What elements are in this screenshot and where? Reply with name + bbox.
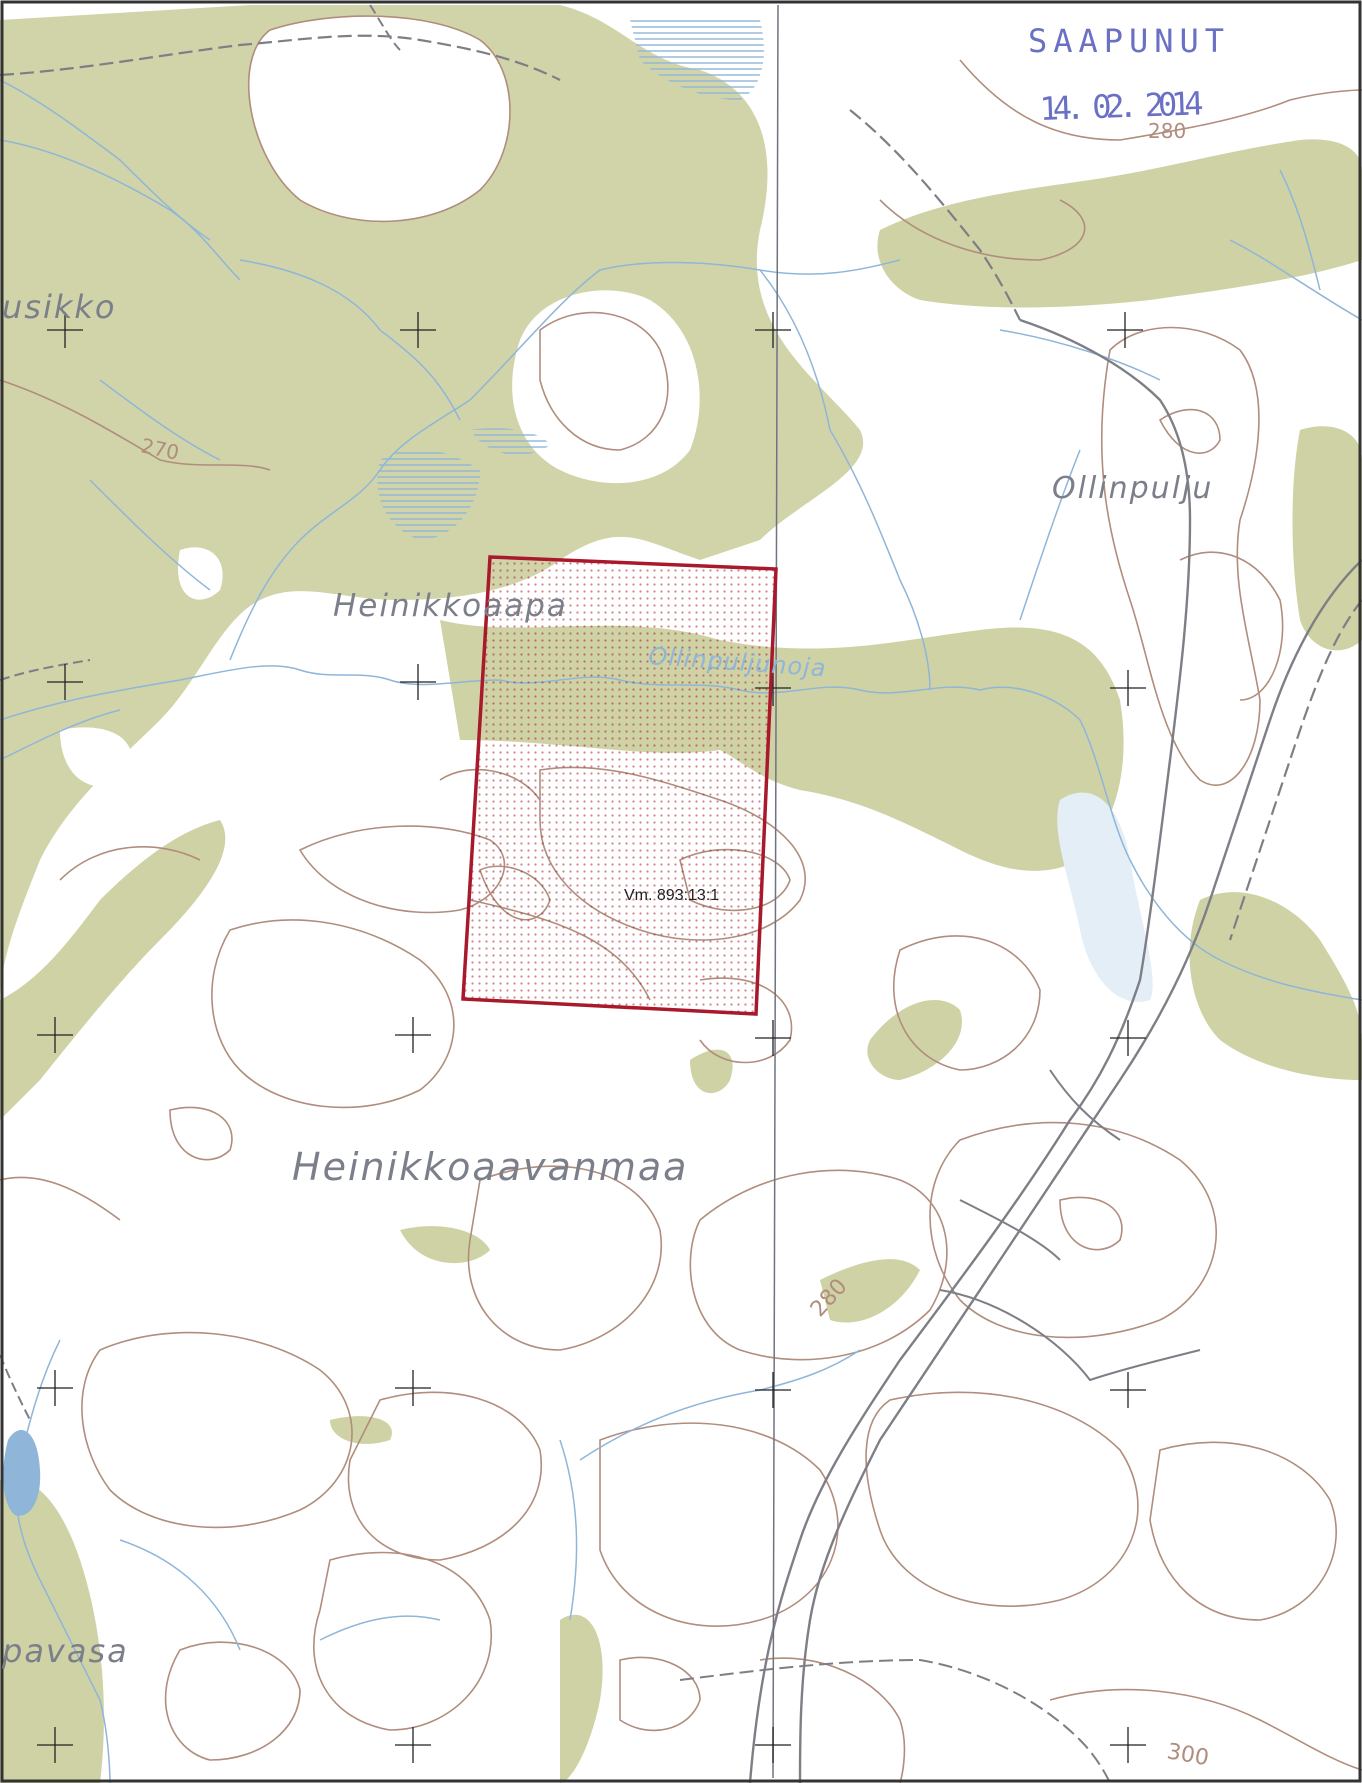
stamp-date: 14. 02. 2014 [1039,84,1204,128]
grid-cross [1110,1372,1146,1408]
grid-cross [395,1727,431,1763]
wet-meadow [1057,792,1153,1002]
grid-cross [37,1727,73,1763]
grid-cross [47,664,83,700]
grid-cross [400,312,436,348]
grid-cross [755,1020,791,1056]
grid-cross [755,1727,791,1763]
parcel-area [461,555,778,1016]
streams [0,79,1362,1783]
grid-cross [1107,312,1143,348]
place-label-usikko: usikko [2,288,116,326]
grid-cross [37,1370,73,1406]
grid-crosses [37,312,1146,1763]
grid-cross [1110,1727,1146,1763]
grid-line-vertical [772,4,779,1779]
place-label-ollinpulju: Ollinpulju [1052,471,1213,506]
grid-cross [37,1017,73,1053]
open-bog-hatching [377,20,764,540]
grid-cross [1110,670,1146,706]
place-label-heinikkoaapa: Heinikkoaapa [333,588,568,624]
grid-cross [400,664,436,700]
place-label-pavasa: pavasa [1,1632,129,1670]
grid-cross [755,312,791,348]
grid-cross [755,1372,791,1408]
parcel-label: Vm. 893:13:1 [624,887,719,904]
grid-cross [395,1017,431,1053]
contour-label-280-top: 280 [1148,119,1186,143]
lake [3,1430,41,1516]
grid-cross [1110,1020,1146,1056]
roads [0,4,1362,1783]
grid-cross [47,312,83,348]
grid-cross [395,1370,431,1406]
place-label-heinikkoaavanmaa: Heinikkoaavanmaa [292,1145,688,1189]
